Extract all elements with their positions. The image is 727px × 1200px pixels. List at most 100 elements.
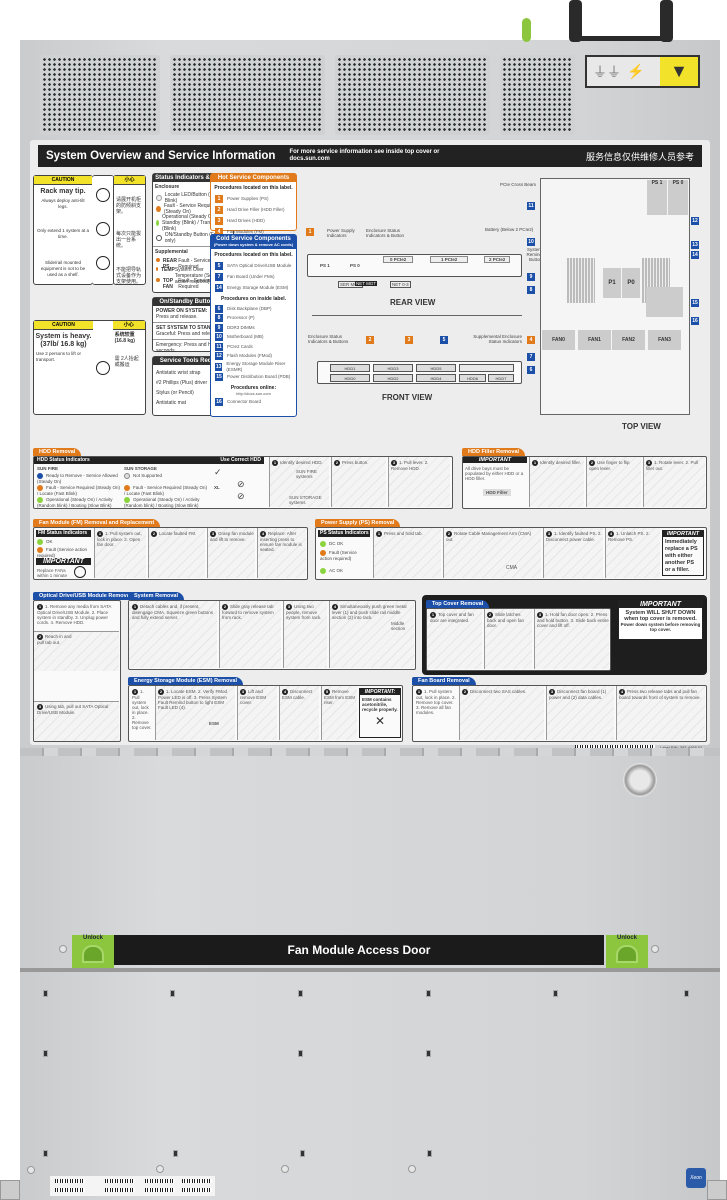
hdd5-slot[interactable]: HDD5 (416, 364, 456, 372)
hdd7-slot[interactable]: HDD7 (488, 374, 514, 382)
cold-item: Energy Storage Module Riser (ESMR) (226, 360, 286, 372)
tc-warn1: System WILL SHUT DOWN when top cover is … (624, 610, 697, 622)
caution-rack-box: CAUTION Rack may tip. Always deploy anti… (33, 175, 93, 285)
esm-important: IMPORTANT: (360, 689, 400, 695)
storage-not-supported: Not Supported (133, 473, 163, 479)
optical-step-2-text: Reach in and pull tab out. (37, 634, 72, 645)
step-num-3: 3 (549, 689, 555, 695)
chinese-title: 服务信息仅供维修人员参考 (585, 152, 694, 163)
hdd-step-2-text: Press button. (342, 460, 369, 465)
hdd1-slot[interactable]: HDD1 (330, 364, 370, 372)
unlock-button-right[interactable] (616, 945, 638, 963)
serial-barcode (145, 1179, 175, 1183)
sun-storage-label: SUN STORAGE (124, 466, 157, 471)
vent-slot (426, 990, 431, 997)
hdd-step-1-text: Identify desired HDD. (280, 460, 323, 465)
standby-text: Graceful: Press and release. (156, 331, 220, 337)
ps-step-2-text: Rotate Cable Management Arm (CMA) out. (446, 531, 532, 542)
fm-step-4-text: Replace: After inserting press to ensure… (260, 531, 302, 552)
operational-led-icon (156, 220, 160, 226)
hdd3-slot[interactable]: HDD3 (373, 364, 413, 372)
caution-line2: Only extend 1 system at a time. (36, 228, 90, 239)
green-release-tab[interactable] (522, 18, 531, 42)
callout-4: 4 (215, 227, 223, 236)
storage-operational: Operational (Steady On) / Activity (Rand… (124, 497, 200, 508)
service-label-header: System Overview and Service Information … (38, 145, 702, 167)
filler-note: All drive bays must be populated by eith… (465, 466, 524, 481)
top-callout-15: 15 (691, 299, 699, 307)
cold-item: SATA Optical Drive/USB Module (227, 262, 292, 268)
hdd-removal-tab: HDD Removal (33, 448, 82, 456)
serial-barcode (182, 1179, 212, 1183)
callout-5: 5 (215, 261, 223, 270)
callout-6: 6 (215, 304, 223, 313)
fan-board-tab: Fan Board Removal (412, 677, 476, 685)
hdd0-slot[interactable]: HDD0 (330, 374, 370, 382)
screw-icon (281, 1165, 289, 1173)
vent-grille-4 (500, 55, 575, 135)
step-num-2: 2 (487, 612, 493, 618)
supp-ps: Fault - Service Required (178, 258, 211, 270)
unlock-button-left[interactable] (82, 945, 104, 963)
fm-step-2-text: Locate faulted FM. (159, 531, 197, 536)
top-callout-16: 16 (691, 317, 699, 325)
step-num-4: 4 (260, 531, 266, 537)
no-lift-icon (95, 361, 110, 375)
label-part-number: Label P/N: 383-4468-01 (660, 745, 702, 750)
blue-led-icon (37, 473, 43, 479)
fault-led-icon (156, 205, 161, 212)
fan-led-icon (156, 278, 160, 282)
top-callout-13: 13 (691, 241, 699, 249)
standby-title: On/Standby Button Use (153, 298, 233, 306)
hdd6-slot[interactable]: HDD6 (459, 374, 486, 382)
sun-fire-systems: SUN FIRE systems (296, 469, 318, 479)
esm-step-5 (321, 686, 357, 740)
screw-icon (408, 1165, 416, 1173)
online-url[interactable]: http://docs.sun.com (236, 390, 271, 396)
optical-slot[interactable] (459, 364, 514, 372)
filler-label: HDD Filler (483, 489, 511, 496)
ps-important: IMPORTANT (663, 531, 703, 537)
hdd4-slot[interactable]: HDD4 (416, 374, 456, 382)
esm-step-3 (237, 686, 277, 740)
fan-module-access-door[interactable]: Fan Module Access Door (114, 935, 604, 965)
rear-ps-led-icon (156, 258, 160, 262)
power-on-text: Press and release. (156, 314, 198, 320)
unlock-label-right: Unlock (616, 935, 637, 941)
no-trash-icon: ✕ (374, 714, 386, 728)
sysrem-step-2 (219, 601, 281, 668)
cpu-p1: P1 (603, 268, 621, 298)
step-num-2: 2 (151, 531, 157, 537)
tc-warn2: Power down system before removing top co… (620, 622, 701, 632)
cold-components-box: Cold Service Components(Power down syste… (210, 234, 297, 417)
unlock-latch-right[interactable]: Unlock (606, 935, 648, 970)
ps-step-4-text: 1. Unlatch PS. 2. Remove PS. (608, 531, 650, 542)
green-led-icon (320, 568, 326, 574)
caution-heavy-line1: Use 2 persons to lift or transport. (36, 351, 82, 362)
esm-step-2-text: 1. Locate ESM. 2. Verify FMod Power LED … (158, 689, 228, 710)
locate-led-icon (156, 194, 162, 201)
hdd-step-1 (269, 457, 329, 507)
supp-temp: System Over Temperature (Service action … (174, 267, 223, 285)
vent-slot (427, 1150, 432, 1157)
unlock-latch-left[interactable]: Unlock (72, 935, 114, 970)
online-label: Procedures online: (230, 384, 277, 391)
fan0: FAN0 (542, 330, 575, 350)
serial-barcode (145, 1188, 175, 1192)
ps0-label: PS 0 (350, 263, 360, 268)
top-cover-release-button[interactable] (623, 763, 657, 797)
rear-handle-right[interactable] (660, 0, 673, 42)
rear-handle-left[interactable] (569, 0, 582, 42)
fm-step-1 (94, 528, 146, 578)
step-num-1: 1 (37, 604, 43, 610)
hdd2-slot[interactable]: HDD2 (373, 374, 413, 382)
callout-13: 13 (215, 362, 223, 371)
hdd-removal-panel: HDD Status Indicators Use Correct HDD SU… (33, 456, 453, 509)
step-num-1: 1 (132, 689, 138, 695)
callout-16: 16 (215, 398, 223, 406)
serial-label (50, 1176, 215, 1196)
ps-status-title: PS Status Indicators (318, 530, 370, 537)
